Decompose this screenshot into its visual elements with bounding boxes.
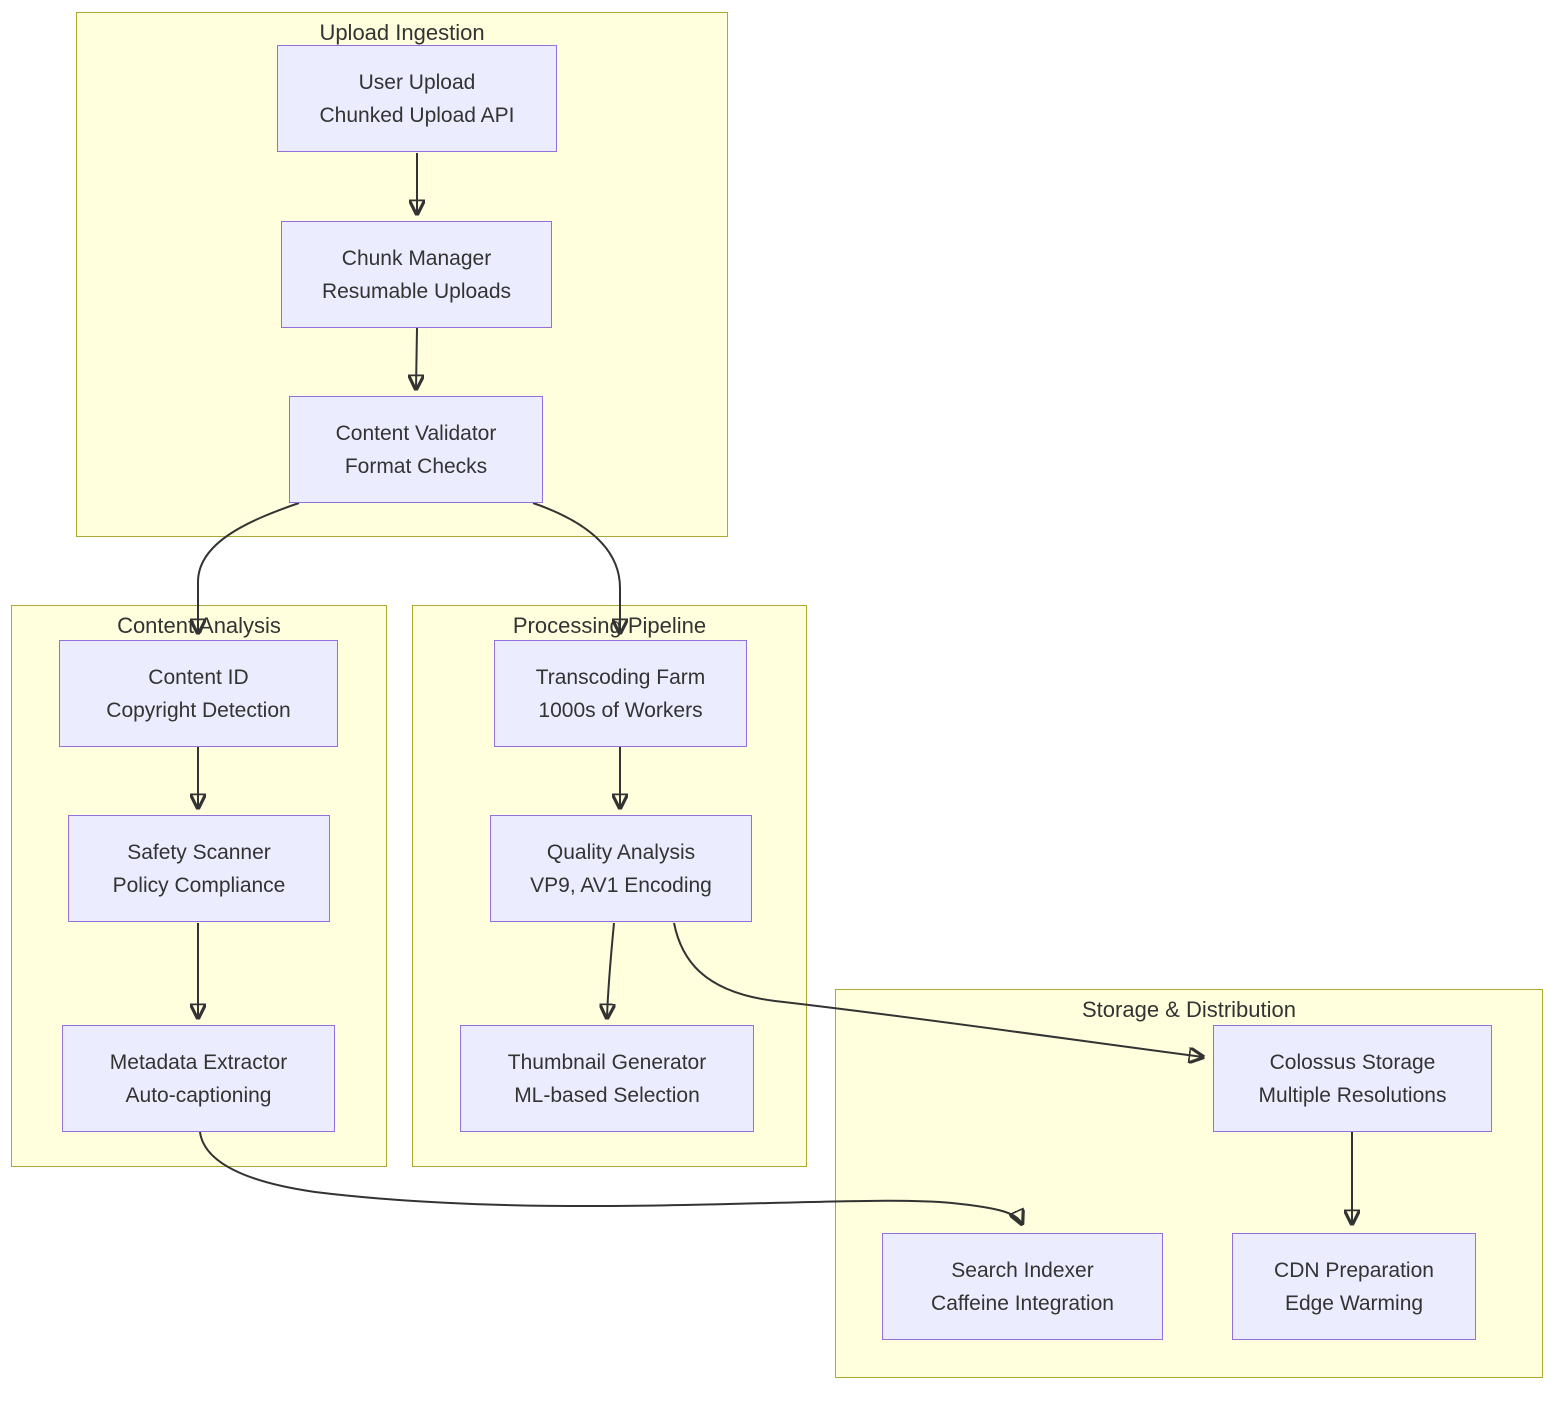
node-user-upload-line2: Chunked Upload API (319, 103, 515, 127)
node-content-validator-line2: Format Checks (344, 454, 488, 478)
group-title-processing-pipeline: Processing Pipeline (512, 613, 707, 638)
node-quality-analysis: Quality Analysis VP9, AV1 Encoding (490, 815, 752, 922)
node-colossus-storage: Colossus Storage Multiple Resolutions (1213, 1025, 1492, 1132)
node-transcoding-farm-line1: Transcoding Farm (535, 665, 706, 689)
group-title-storage-distribution: Storage & Distribution (1082, 997, 1296, 1022)
node-content-id-line1: Content ID (148, 665, 249, 689)
node-chunk-manager: Chunk Manager Resumable Uploads (281, 221, 552, 328)
node-user-upload-line1: User Upload (358, 70, 476, 94)
node-colossus-storage-line2: Multiple Resolutions (1258, 1083, 1447, 1107)
node-chunk-manager-line2: Resumable Uploads (321, 279, 512, 303)
node-search-indexer-line2: Caffeine Integration (931, 1291, 1114, 1315)
node-quality-analysis-line2: VP9, AV1 Encoding (530, 873, 712, 897)
node-transcoding-farm: Transcoding Farm 1000s of Workers (494, 640, 747, 747)
group-title-upload-ingestion: Upload Ingestion (319, 20, 485, 45)
node-thumbnail-generator-line2: ML-based Selection (514, 1083, 700, 1107)
node-metadata-extractor-line2: Auto-captioning (125, 1083, 272, 1107)
node-content-id: Content ID Copyright Detection (59, 640, 338, 747)
node-search-indexer: Search Indexer Caffeine Integration (882, 1233, 1163, 1340)
node-content-id-line2: Copyright Detection (106, 698, 291, 722)
node-chunk-manager-line1: Chunk Manager (341, 246, 492, 270)
node-metadata-extractor: Metadata Extractor Auto-captioning (62, 1025, 335, 1132)
edge-content-validator-to-transcoding-farm (532, 502, 620, 633)
edge-quality-analysis-to-thumbnail-generator (607, 922, 614, 1018)
node-metadata-extractor-line1: Metadata Extractor (109, 1050, 288, 1074)
edge-content-validator-to-content-id (198, 502, 300, 633)
node-transcoding-farm-line2: 1000s of Workers (538, 698, 703, 722)
node-safety-scanner-line1: Safety Scanner (127, 840, 271, 864)
node-cdn-preparation: CDN Preparation Edge Warming (1232, 1233, 1476, 1340)
node-colossus-storage-line1: Colossus Storage (1269, 1050, 1436, 1074)
node-cdn-preparation-line1: CDN Preparation (1274, 1258, 1434, 1282)
node-content-validator-line1: Content Validator (335, 421, 497, 445)
node-safety-scanner: Safety Scanner Policy Compliance (68, 815, 330, 922)
edge-metadata-extractor-to-search-indexer (199, 1131, 1022, 1224)
node-search-indexer-line1: Search Indexer (951, 1258, 1094, 1282)
node-content-validator: Content Validator Format Checks (289, 396, 543, 503)
node-thumbnail-generator-line1: Thumbnail Generator (507, 1050, 707, 1074)
edge-chunk-manager-to-content-validator (416, 327, 417, 389)
node-thumbnail-generator: Thumbnail Generator ML-based Selection (460, 1025, 754, 1132)
node-safety-scanner-line2: Policy Compliance (112, 873, 286, 897)
edge-quality-analysis-to-colossus-storage (673, 922, 1203, 1057)
node-cdn-preparation-line2: Edge Warming (1284, 1291, 1424, 1315)
node-user-upload: User Upload Chunked Upload API (277, 45, 557, 152)
node-quality-analysis-line1: Quality Analysis (546, 840, 696, 864)
